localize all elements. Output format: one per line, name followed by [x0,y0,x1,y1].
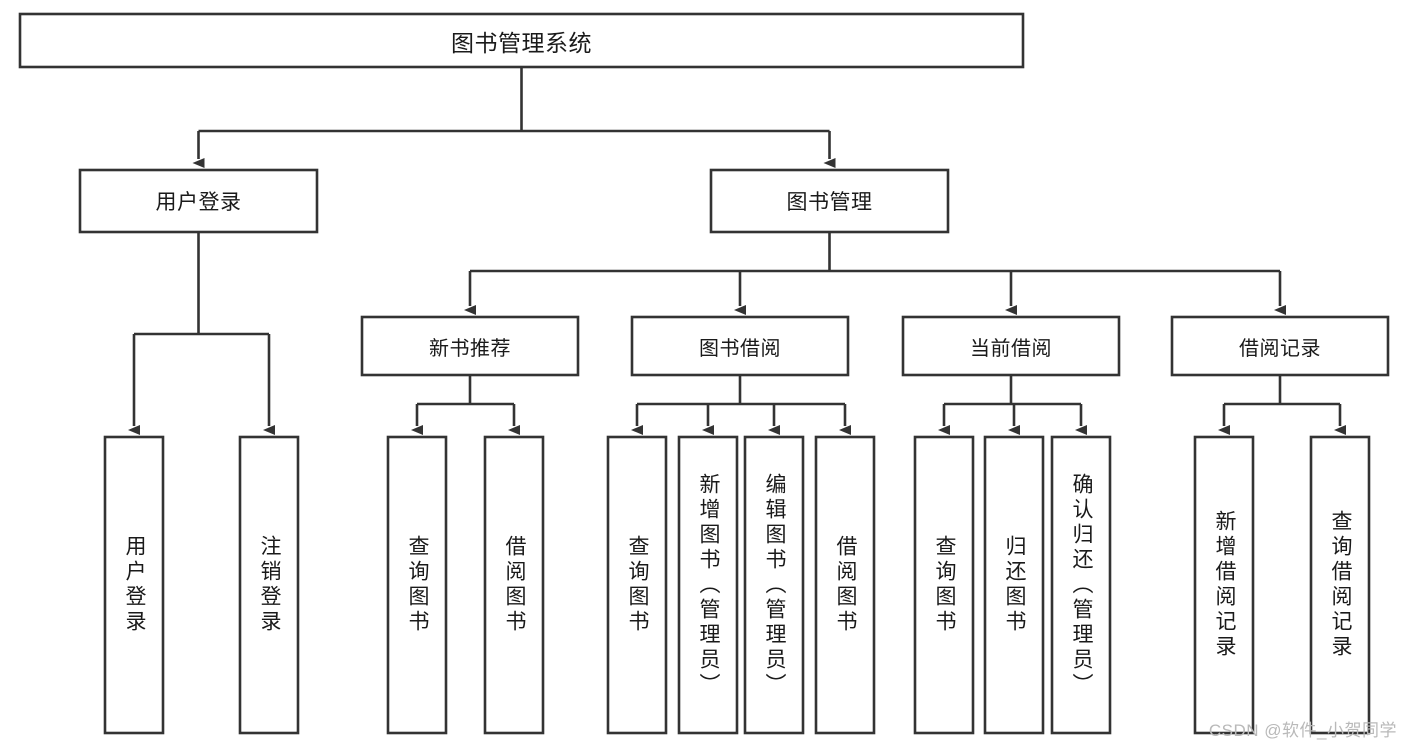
box-leaf-query-book-3[interactable] [913,435,975,735]
box-new-book-recommend[interactable] [360,315,580,377]
box-leaf-add-book[interactable] [677,435,739,735]
box-leaf-return-book[interactable] [983,435,1045,735]
box-leaf-logout[interactable] [238,435,300,735]
box-leaf-edit-book[interactable] [743,435,805,735]
box-leaf-borrow-book-2[interactable] [814,435,876,735]
box-leaf-query-book-2[interactable] [606,435,668,735]
box-book-borrow[interactable] [630,315,850,377]
box-leaf-borrow-book-1[interactable] [483,435,545,735]
box-current-borrow[interactable] [901,315,1121,377]
box-leaf-user-login[interactable] [103,435,165,735]
box-borrow-record[interactable] [1170,315,1390,377]
box-book-manage[interactable] [709,168,950,234]
box-leaf-confirm-return[interactable] [1050,435,1112,735]
box-root[interactable] [18,12,1025,69]
csdn-watermark: CSDN @软件_小贺同学 [1208,721,1397,740]
box-leaf-query-record[interactable] [1309,435,1371,735]
connector-layer [128,67,1346,435]
box-leaf-add-record[interactable] [1193,435,1255,735]
box-user-login[interactable] [78,168,319,234]
box-leaf-query-book-1[interactable] [386,435,448,735]
box-layer [18,12,1390,735]
